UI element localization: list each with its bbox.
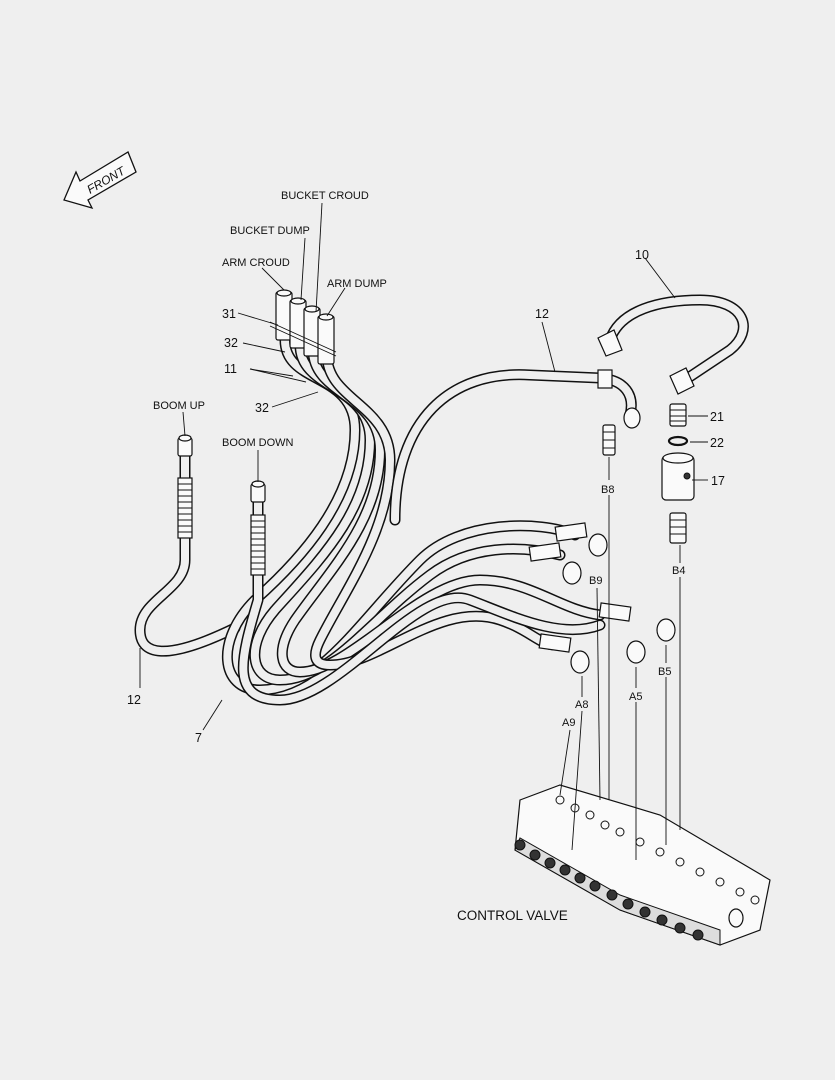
- hose-10: [597, 294, 749, 395]
- spring-guard-right: [250, 514, 266, 576]
- label-control-valve: CONTROL VALVE: [457, 908, 568, 923]
- hose-bundle-7: [221, 334, 606, 706]
- hose-12-top: [389, 369, 641, 526]
- port-fittings: [528, 522, 676, 674]
- leader-lines: [139, 202, 708, 860]
- port-b9: B9: [589, 575, 602, 587]
- label-boom-up: BOOM UP: [153, 400, 205, 412]
- coupling-17: [661, 452, 695, 501]
- label-arm-dump: ARM DUMP: [327, 278, 387, 290]
- port-b4: B4: [672, 565, 685, 577]
- label-arm-croud: ARM CROUD: [222, 257, 290, 269]
- port-a8: A8: [575, 699, 588, 711]
- callout-12-top: 12: [535, 307, 549, 321]
- callout-7: 7: [195, 731, 202, 745]
- adapter-21: [669, 403, 687, 427]
- callout-10: 10: [635, 248, 649, 262]
- label-bucket-croud: BUCKET CROUD: [281, 190, 369, 202]
- callout-31: 31: [222, 307, 236, 321]
- pilot-fittings: [269, 289, 337, 365]
- hose-12-boom-up: [134, 434, 241, 657]
- port-a5: A5: [629, 691, 642, 703]
- callout-22: 22: [710, 436, 724, 450]
- port-b5: B5: [658, 666, 671, 678]
- adapter-b4: [669, 512, 687, 544]
- label-bucket-dump: BUCKET DUMP: [230, 225, 310, 237]
- callout-17: 17: [711, 474, 725, 488]
- control-valve: [514, 784, 771, 946]
- callout-32-upper: 32: [224, 336, 238, 350]
- spring-guard-left: [177, 477, 193, 539]
- callout-21: 21: [710, 410, 724, 424]
- port-b8: B8: [601, 484, 614, 496]
- port-a9: A9: [562, 717, 575, 729]
- callout-12-left: 12: [127, 693, 141, 707]
- callout-32-lower: 32: [255, 401, 269, 415]
- callout-11: 11: [224, 362, 237, 376]
- o-ring-22: [667, 435, 689, 447]
- label-boom-down: BOOM DOWN: [222, 437, 294, 449]
- front-arrow-icon: FRONT: [63, 151, 137, 210]
